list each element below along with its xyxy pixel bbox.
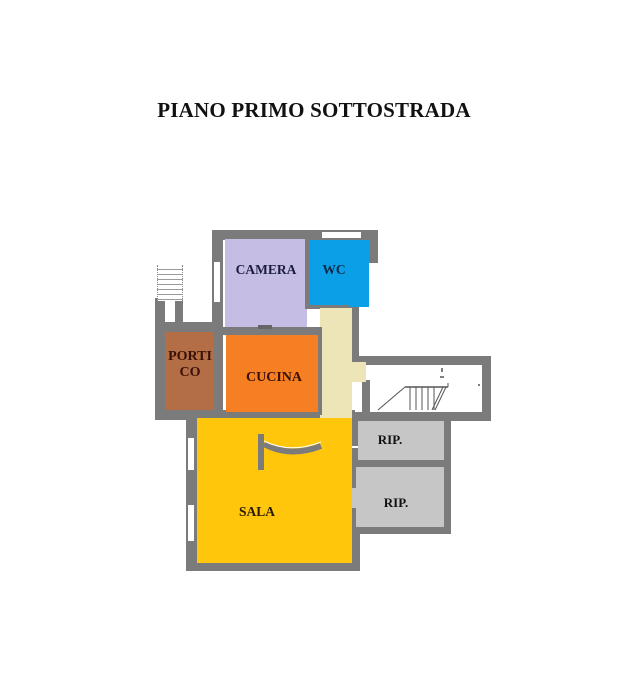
wall-stair-bottom — [355, 412, 491, 421]
wall-wc-right — [369, 230, 378, 260]
wall-sala-window-1 — [188, 438, 194, 470]
wall-portico-post — [175, 298, 183, 328]
wall-stair-left-lower — [362, 380, 370, 420]
wall-stair-top — [355, 356, 491, 365]
wall-rip-right — [443, 418, 451, 533]
wall-portico-cucina — [214, 325, 223, 415]
wall-rip-left-upper — [350, 420, 358, 446]
label-portico-line2: CO — [179, 365, 201, 380]
sala-curved-partition — [258, 434, 323, 470]
wall-portico-top — [155, 322, 220, 332]
wall-cucina-right — [318, 327, 322, 415]
wall-sala-bottom — [186, 563, 360, 571]
label-portico-line1: PORTI — [168, 349, 212, 364]
stairwell — [370, 365, 482, 412]
wall-portico-left — [155, 298, 165, 420]
wall-rip-divider — [356, 460, 448, 467]
wall-top-window — [322, 232, 361, 238]
room-portico — [165, 332, 214, 410]
wall-east-upper — [350, 255, 359, 362]
wall-camera-cucina — [222, 327, 322, 335]
room-corridor-landing — [352, 362, 366, 382]
staircase-icon — [377, 368, 480, 411]
door-camera — [258, 325, 272, 329]
label-camera: CAMERA — [235, 262, 297, 277]
room-cucina — [226, 335, 318, 412]
room-rip-1 — [358, 421, 444, 460]
room-rip-2 — [356, 467, 444, 527]
room-wc-bottom — [309, 262, 350, 307]
label-sala: SALA — [238, 504, 275, 519]
room-camera — [225, 239, 307, 327]
label-rip-1: RIP. — [377, 432, 403, 447]
wall-top — [212, 230, 378, 240]
floor-plan-title: PIANO PRIMO SOTTOSTRADA — [157, 98, 471, 122]
rip-opening — [352, 488, 360, 508]
wall-sala-window-2 — [188, 505, 194, 541]
room-sala-ext-strip — [320, 448, 352, 453]
label-cucina: CUCINA — [246, 370, 302, 385]
wall-camera-wc — [305, 239, 310, 309]
label-rip-2: RIP. — [383, 495, 409, 510]
wall-camera-window — [214, 262, 220, 302]
wall-stair-right — [482, 356, 491, 420]
outdoor-steps — [157, 265, 183, 301]
wall-rip-bottom — [352, 526, 451, 534]
wall-sala-left — [186, 418, 197, 570]
wall-wc-bottom — [305, 305, 350, 309]
wall-portico-bottom — [155, 410, 355, 420]
label-wc: WC — [322, 262, 346, 277]
